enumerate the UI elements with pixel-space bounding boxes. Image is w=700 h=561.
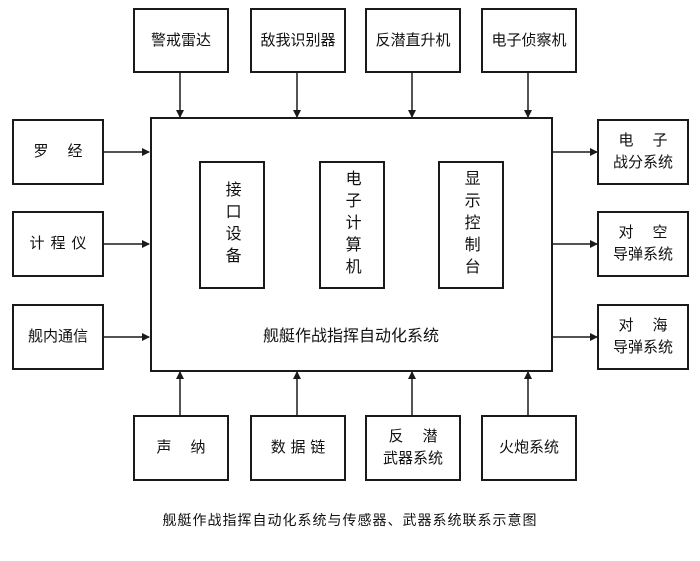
box-label: 计程仪 <box>29 234 93 253</box>
box-sonar: 声 纳 <box>133 415 229 481</box>
box-label: 显示控制台 <box>461 170 481 280</box>
box-ew-subsystem: 电 子 战分系统 <box>597 119 689 185</box>
box-label-line1: 电 子 <box>618 131 668 150</box>
box-label: 电子侦察机 <box>491 30 567 49</box>
diagram-caption: 舰艇作战指挥自动化系统与传感器、武器系统联系示意图 <box>162 513 538 529</box>
box-interface-equipment: 接口设备 <box>199 161 265 289</box>
box-asw-weapons: 反 潜 武器系统 <box>365 415 461 481</box>
box-label: 数 据 链 <box>270 438 326 457</box>
box-display-console: 显示控制台 <box>438 161 504 289</box>
box-label: 声 纳 <box>156 438 206 457</box>
box-label-line2: 导弹系统 <box>612 338 673 356</box>
box-label-line2: 武器系统 <box>382 449 443 467</box>
box-internal-comm: 舰内通信 <box>12 304 104 370</box>
box-aa-missile: 对 空 导弹系统 <box>597 211 689 277</box>
main-system-label: 舰艇作战指挥自动化系统 <box>262 326 439 345</box>
box-as-missile: 对 海 导弹系统 <box>597 304 689 370</box>
box-gun-system: 火炮系统 <box>481 415 577 481</box>
box-compass: 罗 经 <box>12 119 104 185</box>
box-label: 电子计算机 <box>342 170 362 280</box>
box-alert-radar: 警戒雷达 <box>133 8 229 73</box>
box-label-line2: 战分系统 <box>612 153 673 171</box>
box-label-line2: 导弹系统 <box>612 245 673 263</box>
box-computer: 电子计算机 <box>319 161 385 289</box>
box-label-line1: 对 海 <box>618 316 668 335</box>
box-label-line1: 对 空 <box>618 223 668 242</box>
box-label: 罗 经 <box>33 142 83 161</box>
box-label: 反潜直升机 <box>375 30 451 49</box>
box-data-link: 数 据 链 <box>250 415 346 481</box>
box-iff: 敌我识别器 <box>250 8 346 73</box>
box-elint-aircraft: 电子侦察机 <box>481 8 577 73</box>
box-label: 敌我识别器 <box>260 30 336 49</box>
box-label: 接口设备 <box>222 181 242 269</box>
box-asw-helicopter: 反潜直升机 <box>365 8 461 73</box>
box-label: 舰内通信 <box>27 327 88 346</box>
box-label: 警戒雷达 <box>150 30 211 49</box>
box-label-line1: 反 潜 <box>388 427 438 446</box>
box-log: 计程仪 <box>12 211 104 277</box>
box-label: 火炮系统 <box>498 438 559 457</box>
